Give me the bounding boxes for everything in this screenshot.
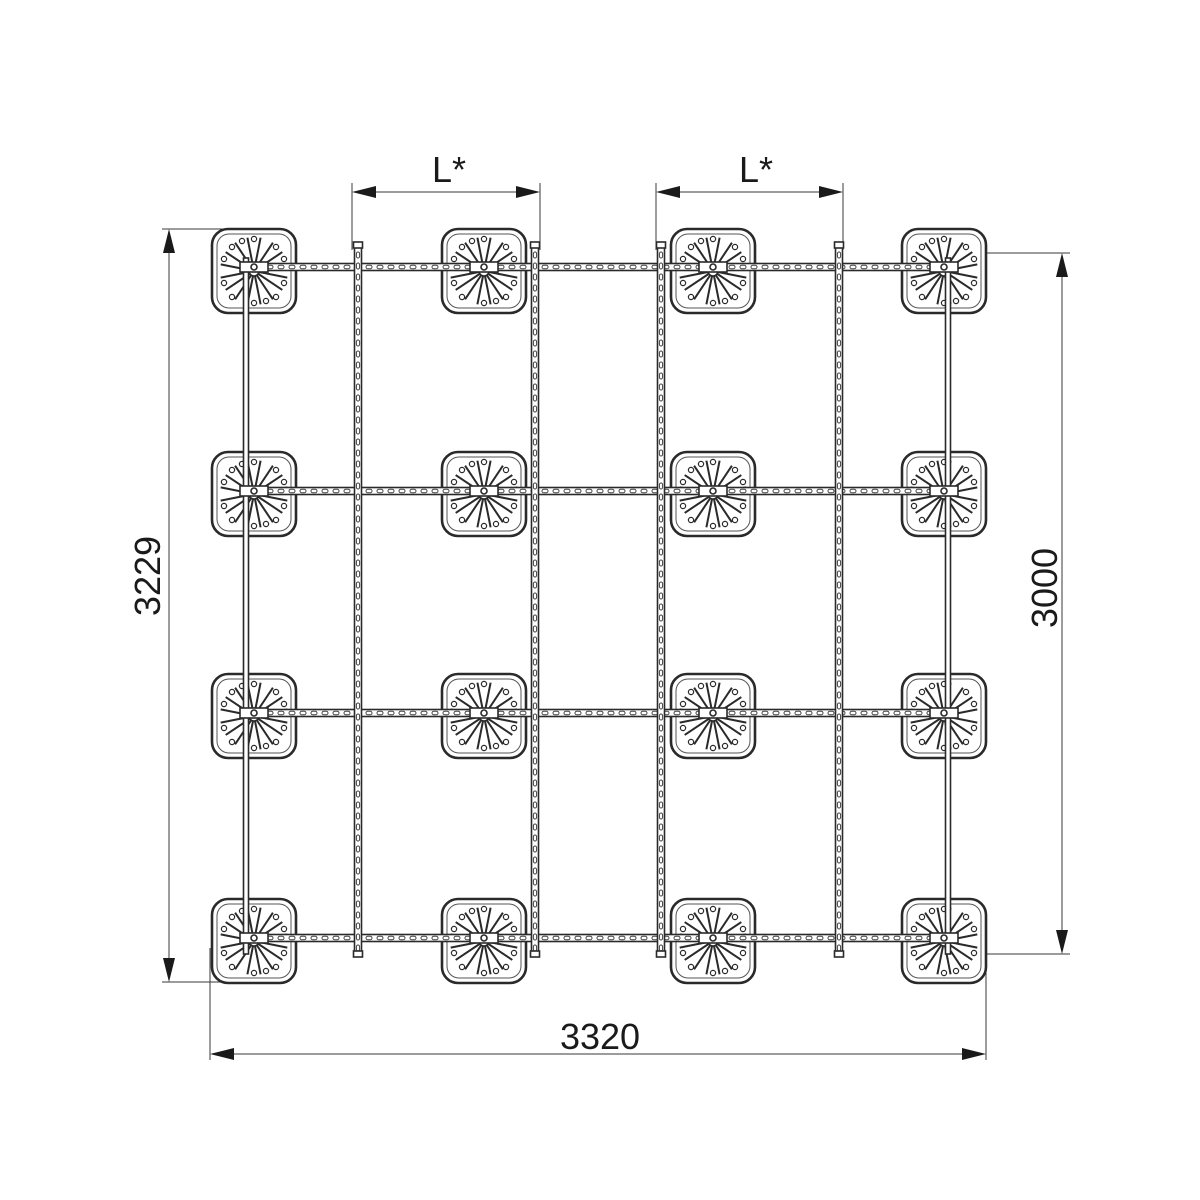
clamp-bolt <box>940 263 948 271</box>
clamp-bolt <box>709 487 717 495</box>
clamp-bolt <box>709 263 717 271</box>
vertical-rail <box>352 241 364 958</box>
ballast-pad <box>669 450 757 538</box>
clamp-bolt <box>480 263 488 271</box>
clamp-bolt <box>480 709 488 717</box>
dimension-rail-spacing: 3000 <box>950 252 1070 955</box>
outer-vertical-rail <box>242 257 250 955</box>
overall-height-label: 3229 <box>127 536 168 616</box>
vertical-rail <box>655 241 667 958</box>
clamp-bolt <box>940 487 948 495</box>
vertical-rail <box>529 241 541 958</box>
clamp-bolt <box>250 934 258 942</box>
span-left-label: L* <box>432 149 466 190</box>
span-right-label: L* <box>739 149 773 190</box>
clamp-bolt <box>480 934 488 942</box>
clamp-bolt <box>940 709 948 717</box>
clamp-bolt <box>250 487 258 495</box>
ballast-pads <box>210 227 988 985</box>
dimension-span-left: L* <box>351 149 541 250</box>
dimension-overall-width: 3320 <box>209 948 987 1060</box>
dimension-overall-height: 3229 <box>127 228 232 983</box>
clamp-bolt <box>480 487 488 495</box>
outer-vertical-rail <box>944 257 952 955</box>
overall-width-label: 3320 <box>560 1016 640 1057</box>
clamp-bolt <box>250 263 258 271</box>
clamp-bolt <box>709 709 717 717</box>
rail-spacing-label: 3000 <box>1024 548 1065 628</box>
rails <box>239 241 959 958</box>
clamp-bolt <box>940 934 948 942</box>
vertical-rail <box>833 241 845 958</box>
dimension-span-right: L* <box>655 149 844 250</box>
clamp-bolt <box>250 709 258 717</box>
clamp-bolt <box>709 934 717 942</box>
